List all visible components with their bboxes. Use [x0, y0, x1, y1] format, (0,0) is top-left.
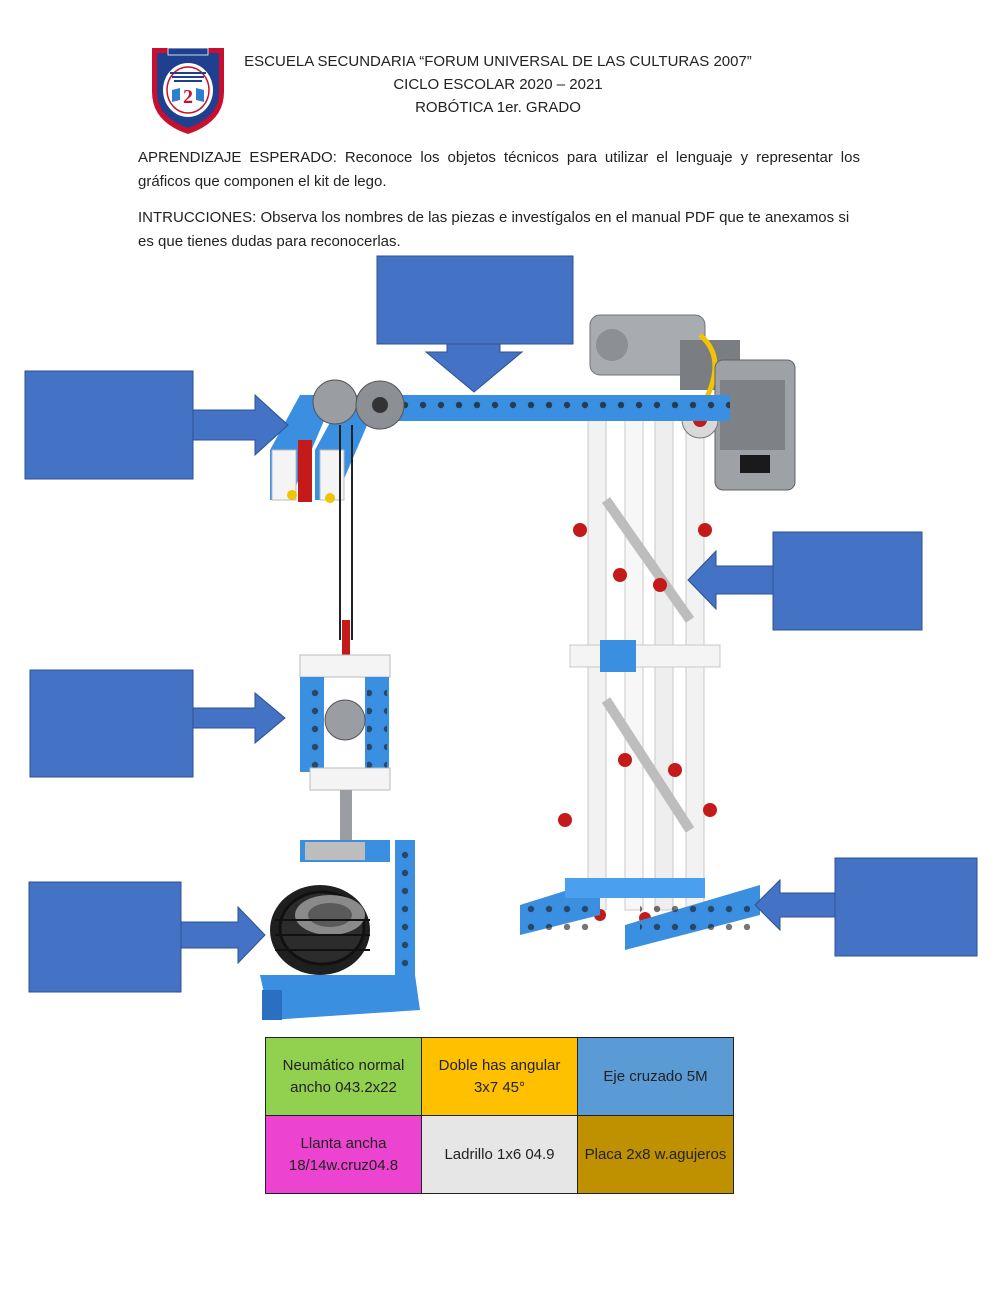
piece-cell[interactable]: Placa 2x8 w.agujeros	[577, 1115, 734, 1194]
pulley-block	[299, 620, 391, 840]
arrow-left-icon	[754, 878, 836, 932]
school-cycle: CICLO ESCOLAR 2020 – 2021	[393, 76, 603, 93]
arrow-left-icon	[687, 549, 774, 611]
arrow-right-icon	[192, 393, 289, 457]
crane-strings	[339, 425, 353, 640]
document-header: ESCUELA SECUNDARIA “FORUM UNIVERSAL DE L…	[238, 50, 758, 119]
school-logo-icon: 2	[152, 47, 224, 134]
piece-cell[interactable]: Neumático normal ancho 043.2x22	[265, 1037, 422, 1116]
pieces-table: Neumático normal ancho 043.2x22 Doble ha…	[265, 1037, 734, 1194]
arrow-down-icon	[424, 343, 524, 393]
piece-cell[interactable]: Eje cruzado 5M	[577, 1037, 734, 1116]
crane-tower	[558, 419, 721, 924]
tower-base	[520, 878, 760, 950]
learning-objective: APRENDIZAJE ESPERADO: Reconoce los objet…	[138, 149, 860, 190]
table-row: Llanta ancha 18/14w.cruz04.8 Ladrillo 1x…	[265, 1115, 734, 1194]
piece-cell[interactable]: Ladrillo 1x6 04.9	[421, 1115, 578, 1194]
piece-cell[interactable]: Llanta ancha 18/14w.cruz04.8	[265, 1115, 422, 1194]
answer-box-left-1[interactable]	[24, 370, 194, 480]
answer-box-right-1[interactable]	[772, 531, 923, 631]
piece-cell[interactable]: Doble has angular 3x7 45°	[421, 1037, 578, 1116]
arrow-right-icon	[192, 691, 286, 745]
lego-crane-figure	[24, 255, 978, 1020]
subject-title: ROBÓTICA 1er. GRADO	[415, 99, 581, 116]
school-name: ESCUELA SECUNDARIA “FORUM UNIVERSAL DE L…	[244, 53, 752, 70]
answer-box-left-3[interactable]	[28, 881, 182, 993]
table-row: Neumático normal ancho 043.2x22 Doble ha…	[265, 1037, 734, 1116]
answer-box-right-2[interactable]	[834, 857, 978, 957]
arrow-right-icon	[180, 905, 266, 965]
tire-stand	[260, 840, 420, 1020]
answer-box-top[interactable]	[376, 255, 574, 345]
answer-box-left-2[interactable]	[29, 669, 194, 778]
crane-boom	[270, 379, 730, 503]
instructions-text: INTRUCCIONES: Observa los nombres de las…	[138, 209, 850, 250]
svg-text:2: 2	[183, 86, 193, 108]
